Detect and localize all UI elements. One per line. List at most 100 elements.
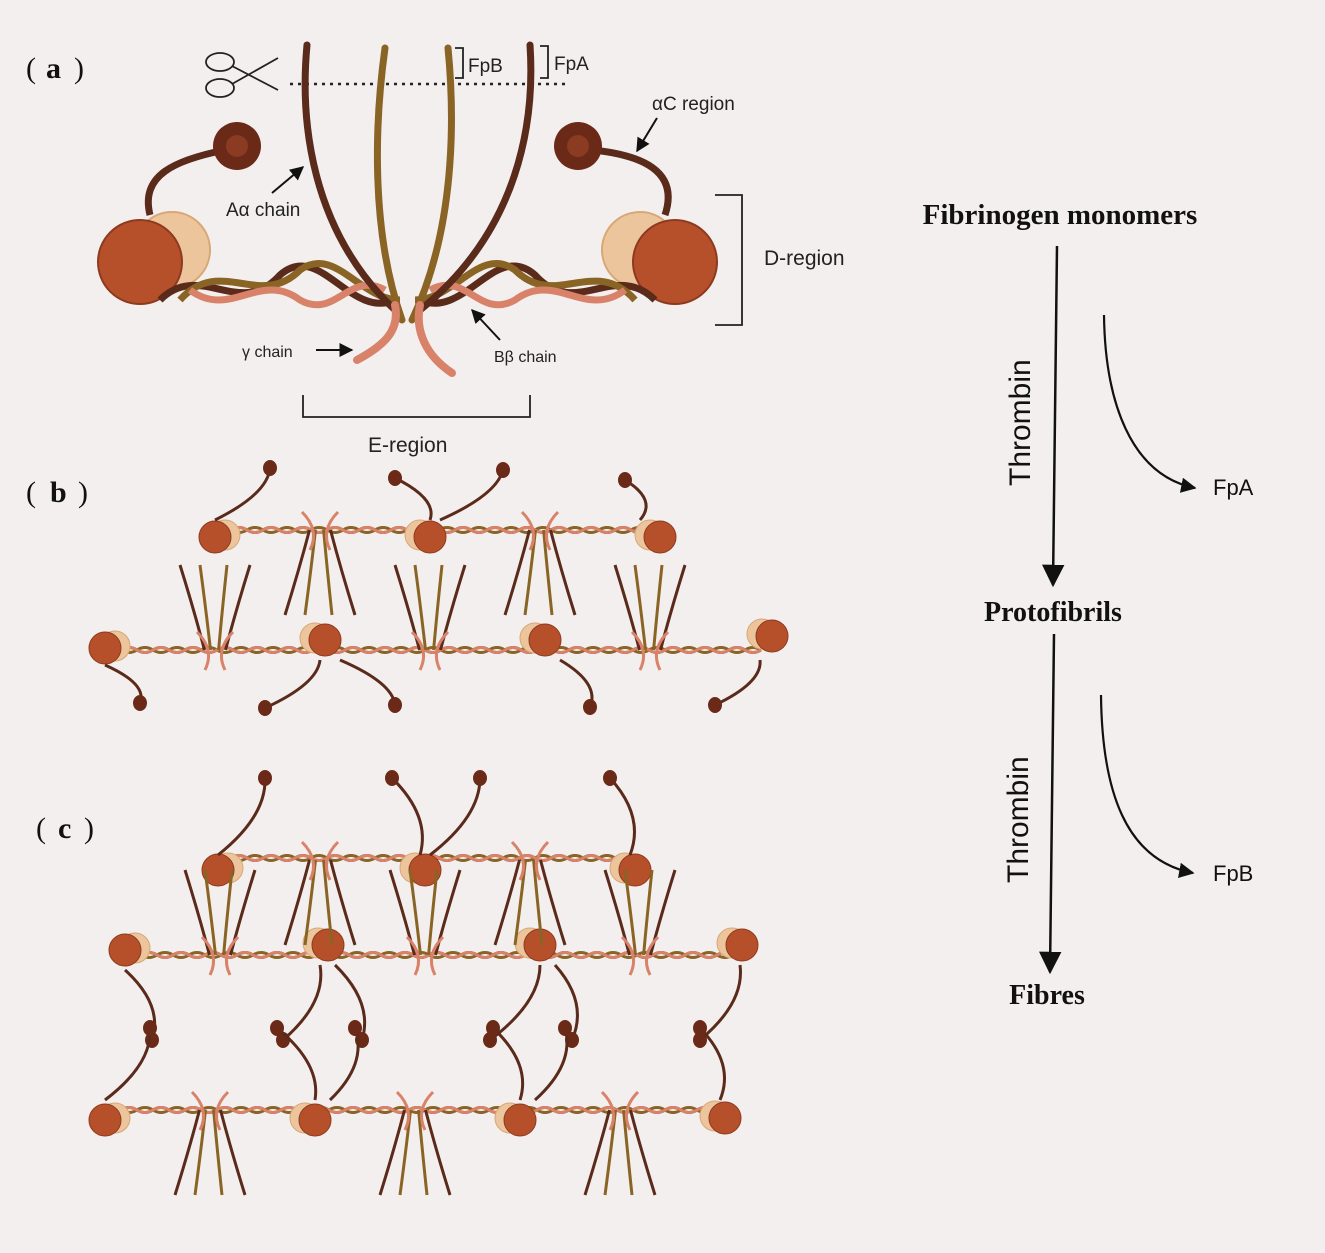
ac-region-label: αC region (652, 94, 735, 115)
svg-text:(: ( (26, 476, 36, 509)
flow-chart: Fibrinogen monomers Thrombin FpA Protofi… (923, 199, 1254, 1011)
svg-text:): ) (84, 812, 94, 845)
e-region-chain (219, 565, 227, 650)
d-nodule (199, 521, 231, 553)
svg-text:c: c (58, 812, 71, 845)
fibre-assembly (89, 770, 758, 1195)
ac-tether (330, 1028, 358, 1100)
ac-domain (603, 770, 617, 786)
e-region-label: E-region (368, 434, 447, 457)
fpa-release-arrow (1104, 315, 1195, 488)
ac-domain-right-core (567, 135, 589, 157)
ac-tether (535, 1028, 567, 1100)
ac-domain (348, 1020, 362, 1036)
ac-tether (430, 778, 480, 855)
fpb-label: FpB (468, 56, 503, 77)
e-region-chain (551, 530, 576, 615)
gamma-chain-left (357, 305, 396, 360)
g-chain-label: γ chain (242, 344, 293, 361)
e-region-chain (426, 1110, 451, 1195)
e-region-chain (654, 565, 662, 650)
flow-fpa: FpA (1213, 475, 1254, 500)
bb-chain-label: Bβ chain (494, 349, 557, 366)
ac-domain (385, 770, 399, 786)
ac-domain-left-core (226, 135, 248, 157)
e-region-bracket (303, 395, 530, 417)
d-nodule (309, 624, 341, 656)
ac-domain (473, 770, 487, 786)
ac-tether (265, 660, 320, 708)
e-region-chain (434, 565, 442, 650)
svg-text:b: b (50, 476, 67, 509)
ac-tether (392, 778, 422, 855)
ac-domain (693, 1020, 707, 1036)
d-nodule (89, 632, 121, 664)
flow-arrow-2 (1050, 634, 1054, 972)
ac-tether (493, 1028, 523, 1100)
d-nodule (644, 521, 676, 553)
flow-thrombin-1: Thrombin (1004, 359, 1037, 486)
b-beta-chain-right (412, 48, 451, 320)
protofibril-assembly (89, 460, 788, 716)
monomer-diagram: FpB FpA αC region Aα chain D-region γ ch… (98, 45, 845, 457)
e-region-chain (631, 1110, 656, 1195)
flow-arrow-1 (1053, 246, 1057, 585)
ac-tether-left (148, 150, 225, 215)
d-nodule (756, 620, 788, 652)
panel-label-a: ( a ) (26, 52, 84, 85)
ac-domain (486, 1020, 500, 1036)
ac-domain (133, 695, 147, 711)
d-nodule (619, 854, 651, 886)
d-region-label: D-region (764, 247, 845, 270)
d-nodule (299, 1104, 331, 1136)
aa-chain-label: Aα chain (226, 200, 300, 221)
d-nodule (109, 934, 141, 966)
b-beta-chain-left (377, 48, 402, 320)
d-nodule (89, 1104, 121, 1136)
ac-tether (440, 470, 503, 520)
flow-fpb: FpB (1213, 861, 1253, 886)
gamma-chain-right (419, 305, 452, 373)
ac-tether (218, 778, 265, 855)
ac-domain (496, 462, 510, 478)
fpb-bracket (455, 48, 463, 78)
bb-pointer (472, 310, 500, 340)
svg-text:(: ( (36, 812, 46, 845)
flow-monomers: Fibrinogen monomers (923, 199, 1198, 231)
flow-protofibrils: Protofibrils (984, 597, 1122, 628)
svg-text:a: a (46, 52, 61, 85)
ac-tether (105, 1028, 150, 1100)
ac-pointer (637, 118, 657, 151)
ac-domain (258, 700, 272, 716)
fpa-bracket (540, 46, 548, 78)
ac-domain (258, 770, 272, 786)
ac-tether (215, 468, 270, 520)
d-nodule (529, 624, 561, 656)
ac-domain (583, 699, 597, 715)
d-nodule (726, 929, 758, 961)
flow-fibres: Fibres (1009, 980, 1085, 1011)
e-region-chain (331, 530, 356, 615)
e-region-chain (221, 1110, 246, 1195)
scissors-icon (206, 53, 278, 97)
svg-text:(: ( (26, 52, 36, 85)
ac-domain (388, 697, 402, 713)
ac-tether (283, 965, 321, 1040)
d-nodule (312, 929, 344, 961)
d-region-bracket (715, 195, 742, 325)
ac-domain (263, 460, 277, 476)
ac-domain (388, 470, 402, 486)
ac-tether (715, 660, 760, 705)
ac-tether (340, 660, 395, 705)
ac-tether (395, 478, 431, 520)
ac-domain (270, 1020, 284, 1036)
aa-pointer (272, 167, 303, 193)
d-nodule (709, 1102, 741, 1134)
d-nodule (504, 1104, 536, 1136)
fpb-release-arrow (1101, 695, 1193, 873)
svg-text:): ) (78, 476, 88, 509)
ac-domain (558, 1020, 572, 1036)
ac-tether-right (593, 150, 668, 215)
